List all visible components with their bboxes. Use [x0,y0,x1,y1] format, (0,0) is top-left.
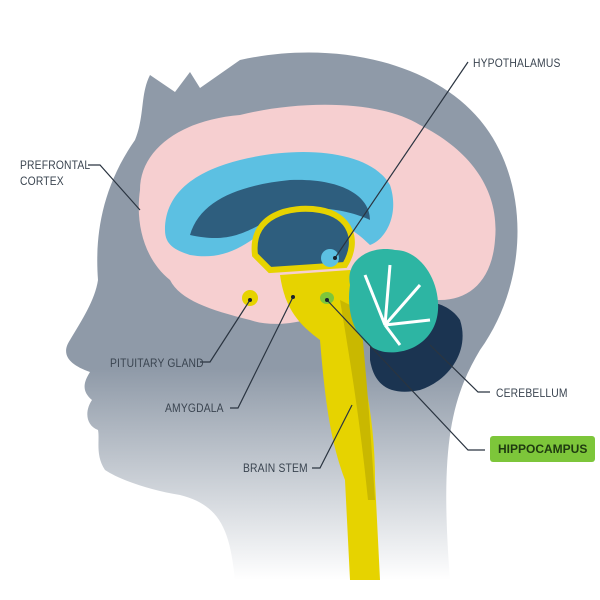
label-pituitary: PITUITARY GLAND [110,356,204,370]
cerebellum [349,249,439,353]
label-brain-stem: BRAIN STEM [243,461,308,475]
label-hippocampus-highlight: HIPPOCAMPUS [490,436,596,462]
arbor-vitae [363,264,431,346]
label-dots [248,256,337,302]
label-cerebellum: CEREBELLUM [496,386,568,400]
label-prefrontal-line2: CORTEX [20,174,64,188]
ventricle-inner [190,179,370,239]
label-amygdala: AMYGDALA [165,401,224,415]
leader-lines [88,61,490,469]
brain-stem-shade [340,300,375,500]
hypothalamus-shape [321,249,339,267]
label-prefrontal-line1: PREFRONTAL [20,158,91,172]
label-hypothalamus: HYPOTHALAMUS [473,56,561,70]
